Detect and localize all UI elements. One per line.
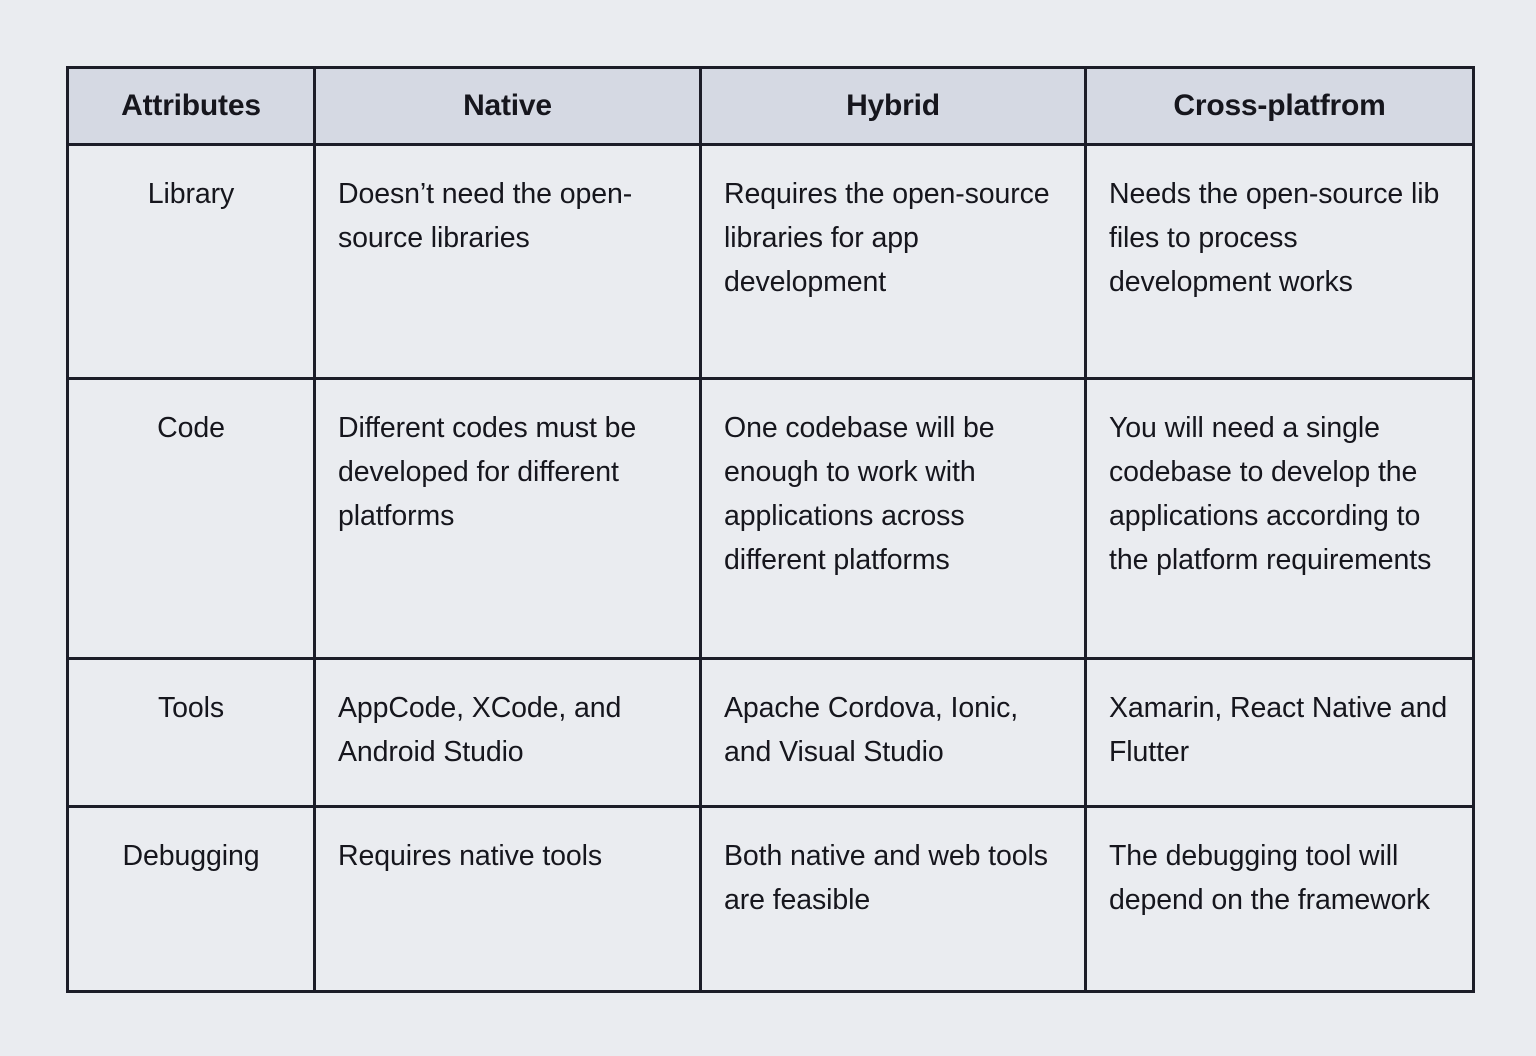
cell-library-hybrid: Requires the open-source libraries for a… [699,143,1087,380]
cell-debugging-hybrid: Both native and web tools are feasible [699,805,1087,993]
cell-debugging-native: Requires native tools [313,805,702,993]
table-header: Attributes Native Hybrid Cross-platfrom [66,66,1475,146]
comparison-table-container: Attributes Native Hybrid Cross-platfrom … [66,66,1475,993]
row-label-library: Library [66,143,316,380]
cell-tools-cross-platform: Xamarin, React Native and Flutter [1084,657,1475,808]
cell-tools-native: AppCode, XCode, and Android Studio [313,657,702,808]
table-row: Code Different codes must be developed f… [66,377,1475,660]
column-header-hybrid: Hybrid [699,66,1087,146]
table-row: Tools AppCode, XCode, and Android Studio… [66,657,1475,808]
comparison-table: Attributes Native Hybrid Cross-platfrom … [66,66,1475,993]
cell-tools-hybrid: Apache Cordova, Ionic, and Visual Studio [699,657,1087,808]
cell-library-native: Doesn’t need the open-source libraries [313,143,702,380]
header-row: Attributes Native Hybrid Cross-platfrom [66,66,1475,146]
column-header-attributes: Attributes [66,66,316,146]
table-body: Library Doesn’t need the open-source lib… [66,143,1475,993]
table-row: Debugging Requires native tools Both nat… [66,805,1475,993]
column-header-cross-platform: Cross-platfrom [1084,66,1475,146]
cell-library-cross-platform: Needs the open-source lib files to proce… [1084,143,1475,380]
cell-code-cross-platform: You will need a single codebase to devel… [1084,377,1475,660]
cell-code-hybrid: One codebase will be enough to work with… [699,377,1087,660]
table-row: Library Doesn’t need the open-source lib… [66,143,1475,380]
row-label-code: Code [66,377,316,660]
row-label-tools: Tools [66,657,316,808]
row-label-debugging: Debugging [66,805,316,993]
column-header-native: Native [313,66,702,146]
cell-code-native: Different codes must be developed for di… [313,377,702,660]
cell-debugging-cross-platform: The debugging tool will depend on the fr… [1084,805,1475,993]
